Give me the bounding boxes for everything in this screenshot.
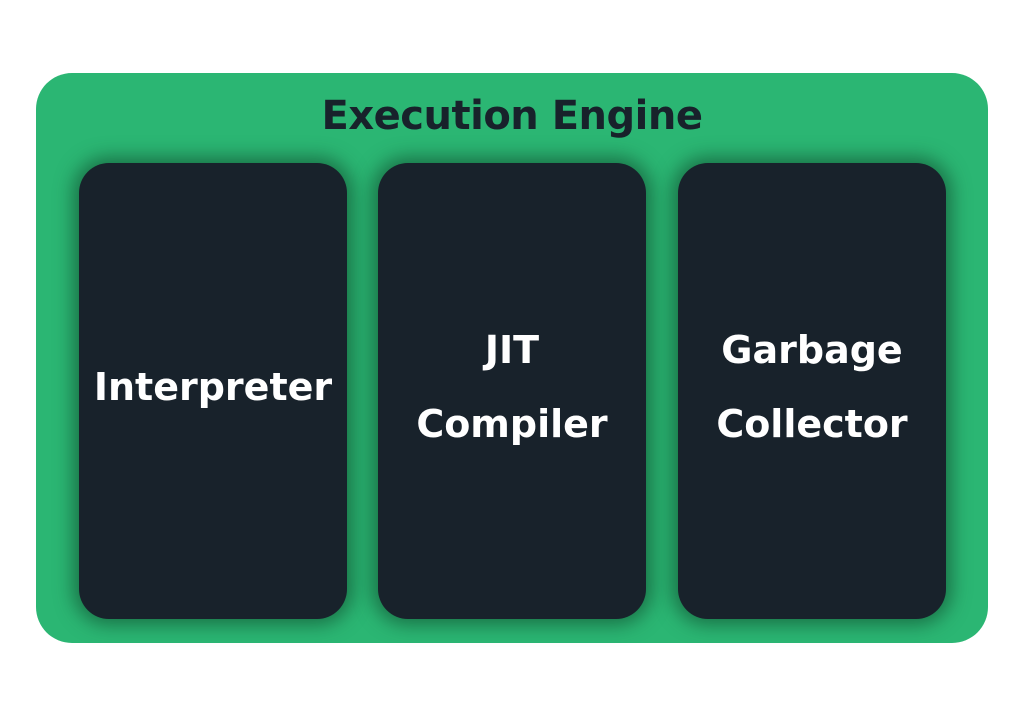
execution-engine-title: Execution Engine [321,93,703,139]
interpreter-label-line-1: Interpreter [93,365,333,409]
interpreter-label: Interpreter [94,350,332,424]
garbage-collector-card: Garbage Collector [678,163,946,619]
jit-compiler-label-line-2: Compiler [416,402,608,446]
execution-engine-box: Execution Engine Interpreter JIT Compile… [36,73,988,643]
jit-compiler-card: JIT Compiler [378,163,646,619]
garbage-collector-label-line-2: Collector [716,402,908,446]
interpreter-card: Interpreter [79,163,347,619]
garbage-collector-label: Garbage Collector [716,313,907,461]
garbage-collector-label-line-1: Garbage [721,328,903,372]
jit-compiler-label-line-1: JIT [484,328,540,372]
jit-compiler-label: JIT Compiler [416,313,607,461]
